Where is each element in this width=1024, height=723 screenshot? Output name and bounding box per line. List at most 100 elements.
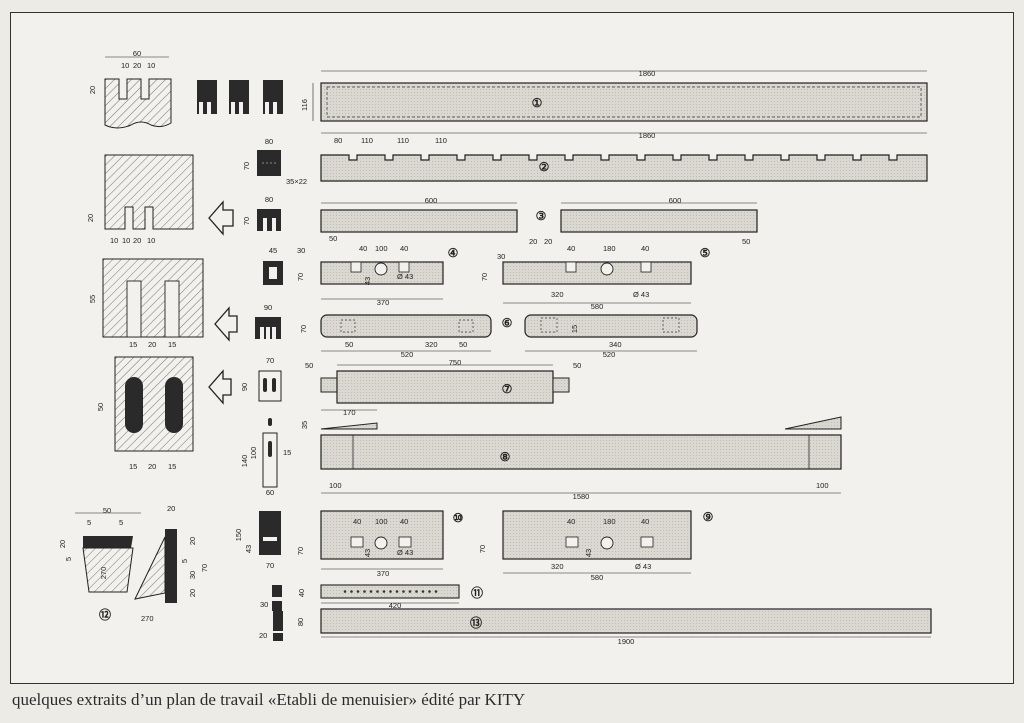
part-12: 50 5 5 20 5 270 20 20 5 30 20 70 270 ⑫ bbox=[58, 504, 209, 623]
part-4-hole: Ø 43 bbox=[397, 272, 413, 281]
part-10-number: ⑩ bbox=[453, 511, 464, 525]
part-12-dim-a: 5 bbox=[87, 518, 91, 527]
part-11-dim-s: 30 bbox=[260, 600, 268, 609]
part-9-hole: Ø 43 bbox=[635, 562, 651, 571]
part-10-dim-s: 43 bbox=[363, 549, 372, 557]
part-4: 40 100 40 Ø 43 370 70 43 ④ 45 30 bbox=[263, 244, 459, 307]
peg-hole bbox=[376, 590, 379, 593]
peg-hole bbox=[363, 590, 366, 593]
detail-1-dim-c: 10 bbox=[147, 61, 155, 70]
detail-3-dim-a: 15 bbox=[129, 340, 137, 349]
detail-4-dim-c: 15 bbox=[168, 462, 176, 471]
part-2-dim-a: 80 bbox=[334, 136, 342, 145]
peg-hole bbox=[408, 590, 412, 593]
part-3-length-1: 600 bbox=[425, 196, 438, 205]
part-8-section-small: 15 bbox=[283, 448, 291, 457]
part-3-dim-c: 20 bbox=[544, 237, 552, 246]
part-12-dim-k: 70 bbox=[200, 564, 209, 572]
part-9-height: 70 bbox=[478, 545, 487, 553]
part-9-dim-a: 40 bbox=[567, 517, 575, 526]
peg-hole bbox=[389, 590, 392, 593]
detail-1: 60 10 20 10 20 bbox=[88, 49, 172, 129]
part-3-section-width: 80 bbox=[265, 195, 273, 204]
peg-hole bbox=[356, 590, 360, 593]
part-12-dim-e: 20 bbox=[167, 504, 175, 513]
part-2-dim-c: 110 bbox=[397, 136, 409, 145]
detail-4: 50 15 20 15 bbox=[96, 356, 232, 471]
arrow-left-icon bbox=[208, 369, 232, 405]
part-4-height: 70 bbox=[296, 273, 305, 281]
peg-hole bbox=[350, 590, 353, 593]
part-10-height: 70 bbox=[296, 547, 305, 555]
part-10-hole: Ø 43 bbox=[397, 548, 413, 557]
part-7-section-height: 90 bbox=[240, 383, 249, 391]
part-2-number: ② bbox=[539, 160, 550, 174]
part-4-section-width: 45 bbox=[269, 246, 277, 255]
part-5-hole: Ø 43 bbox=[633, 290, 649, 299]
part-2-dim-b: 110 bbox=[361, 136, 373, 145]
part-5-dim-c: 40 bbox=[641, 244, 649, 253]
part-3-dim-a: 50 bbox=[329, 234, 337, 243]
part-12-height: 20 bbox=[58, 540, 67, 548]
part-6-section-width: 90 bbox=[264, 303, 272, 312]
detail-1-dim-b: 20 bbox=[133, 61, 141, 70]
part-3-length-2: 600 bbox=[669, 196, 682, 205]
part-5-dim-a: 40 bbox=[567, 244, 575, 253]
part-1-height: 116 bbox=[300, 99, 309, 111]
detail-3: 55 15 20 15 bbox=[88, 258, 238, 349]
part-8-dim-a: 100 bbox=[329, 481, 342, 490]
part-3-dim-b: 20 bbox=[529, 237, 537, 246]
part-8-dim-b: 100 bbox=[816, 481, 829, 490]
part-7-length: 750 bbox=[449, 358, 462, 367]
part-10-dim-b: 100 bbox=[375, 517, 388, 526]
part-6-dim-d: 340 bbox=[609, 340, 622, 349]
part-5: 40 180 40 320 580 Ø 43 70 30 ⑤ bbox=[480, 244, 711, 311]
part-10-length: 370 bbox=[377, 569, 390, 578]
detail-4-dim-b: 20 bbox=[148, 462, 156, 471]
part-4-section-height: 30 bbox=[297, 246, 305, 255]
part-12-dim-j: 20 bbox=[188, 589, 197, 597]
detail-3-height: 55 bbox=[88, 295, 97, 303]
part-10-dim-c: 40 bbox=[400, 517, 408, 526]
part-2-section-width: 80 bbox=[265, 137, 273, 146]
part-11-height: 40 bbox=[297, 589, 306, 597]
part-9-dim-s: 43 bbox=[584, 549, 593, 557]
part-3: 600 600 50 20 20 50 ③ 80 70 bbox=[242, 195, 758, 246]
part-4-number: ④ bbox=[448, 246, 459, 260]
part-5-number: ⑤ bbox=[700, 246, 711, 260]
part-12-dim-l: 270 bbox=[141, 614, 154, 623]
detail-2-dim-c: 20 bbox=[133, 236, 141, 245]
part-12-dim-f: 20 bbox=[188, 537, 197, 545]
detail-2-dim-a: 10 bbox=[110, 236, 118, 245]
part-6: 50 320 50 520 70 ⑥ 15 340 520 90 bbox=[255, 303, 698, 359]
part-5-dim-s: 30 bbox=[497, 252, 505, 261]
part-12-dim-c: 5 bbox=[64, 557, 73, 561]
part-9-number: ⑨ bbox=[703, 510, 714, 524]
part-8-section-height: 140 bbox=[240, 455, 249, 468]
part-4-dim-b: 100 bbox=[375, 244, 388, 253]
workbench-plan-drawing: 1860 116 ① 1860 80 110 110 110 35×22 ② 8… bbox=[58, 49, 932, 646]
caption: quelques extraits d’un plan de travail «… bbox=[12, 690, 526, 709]
part-4-dim-a: 40 bbox=[359, 244, 367, 253]
part-7-section-width: 70 bbox=[266, 356, 274, 365]
part-13-dim-s: 20 bbox=[259, 631, 267, 640]
part-6-length-2: 520 bbox=[603, 350, 616, 359]
part-12-dim-i: 30 bbox=[188, 571, 197, 579]
part-5-length: 580 bbox=[591, 302, 604, 311]
peg-hole bbox=[369, 590, 373, 593]
peg-hole bbox=[421, 590, 425, 593]
part-8-dim-h: 35 bbox=[300, 421, 309, 429]
part-8-length: 1580 bbox=[573, 492, 590, 501]
part-9-length: 580 bbox=[591, 573, 604, 582]
detail-1-width: 60 bbox=[133, 49, 141, 58]
peg-hole bbox=[343, 590, 347, 593]
part-6-length: 520 bbox=[401, 350, 414, 359]
part-9-dim-b: 180 bbox=[603, 517, 616, 526]
part-12-dim-b: 5 bbox=[119, 518, 123, 527]
part-1-number: ① bbox=[532, 96, 543, 110]
detail-3-dim-c: 15 bbox=[168, 340, 176, 349]
part-6-height: 70 bbox=[299, 325, 308, 333]
detail-2-dim-d: 10 bbox=[147, 236, 155, 245]
arrow-left-icon bbox=[208, 200, 234, 236]
